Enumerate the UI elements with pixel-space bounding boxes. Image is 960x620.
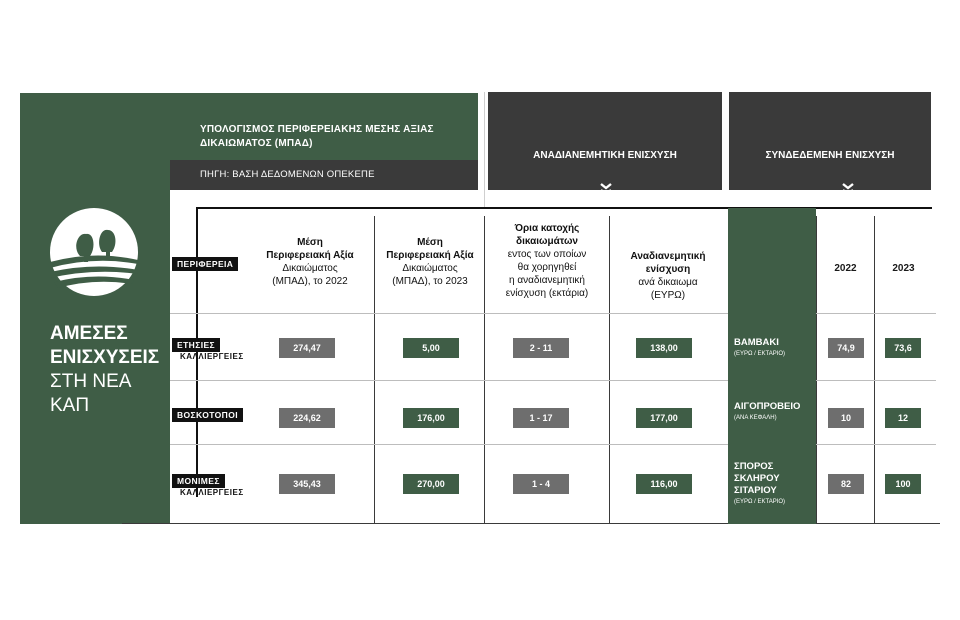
region-header-tag: ΠΕΡΙΦΕΡΕΙΑ [172,257,239,271]
col-head-line: ενίσχυση [645,264,691,275]
value-coupled-2022: 10 [828,408,864,428]
left-panel-title: ΑΜΕΣΕΣ ΕΝΙΣΧΥΣΕΙΣ ΣΤΗ ΝΕΑ ΚΑΠ [50,322,165,418]
crop-unit: (ΕΥΡΩ / ΕΚΤΑΡΙΟ) [734,351,786,357]
crop-name: ΑΙΓΟΠΡΟΒΕΙΟ [734,401,801,412]
col-head-line: δικαιωμάτων [516,236,578,247]
crop-label: ΣΠΟΡΟΣ ΣΚΛΗΡΟΥ ΣΙΤΑΡΙΟΥ (ΕΥΡΩ / ΕΚΤΑΡΙΟ) [734,461,816,505]
col-head-line: Περιφερειακή Αξία [266,250,354,261]
header-title-line-1: ΥΠΟΛΟΓΙΣΜΟΣ ΠΕΡΙΦΕΡΕΙΑΚΗΣ ΜΕΣΗΣ ΑΞΙΑΣ [200,124,434,135]
crop-label: ΒΑΜΒΑΚΙ (ΕΥΡΩ / ΕΚΤΑΡΙΟ) [734,337,816,357]
col-separator [874,216,875,524]
source-text: ΠΗΓΗ: ΒΑΣΗ ΔΕΔΟΜΕΝΩΝ ΟΠΕΚΕΠΕ [200,169,375,180]
value-avg2022: 274,47 [279,338,335,358]
value-avg2022: 345,43 [279,474,335,494]
col-head-line: ανά δικαιωμα [638,277,698,288]
col-head-line: Περιφερειακή Αξία [386,250,474,261]
year-head-2022: 2022 [834,263,857,274]
title-line-3: ΣΤΗ ΝΕΑ [50,371,132,392]
source-bar: ΠΗΓΗ: ΒΑΣΗ ΔΕΔΟΜΕΝΩΝ ΟΠΕΚΕΠΕ [170,160,478,190]
crop-name: ΣΠΟΡΟΣ ΣΚΛΗΡΟΥ [734,461,780,484]
row-tag: ΕΤΗΣΙΕΣ [172,338,221,352]
crop-unit: (ΑΝΑ ΚΕΦΑΛΗ) [734,415,777,421]
region-connector-line [196,207,198,497]
crop-name-line-2: ΣΙΤΑΡΙΟΥ [734,485,777,496]
col-head-line: η αναδιανεμητική [509,275,585,286]
col-separator [374,216,375,524]
col-head-line: θα χορηγηθεί [517,262,577,273]
col-head-line: Δικαιώματος [402,263,458,274]
col-head-avg2022: Μέση Περιφερειακή Αξία Δικαιώματος (ΜΠΑΔ… [256,236,364,288]
row-sub-label: ΚΑΛΛΙΕΡΓΕΙΕΣ [180,352,244,361]
table-top-line [196,207,932,209]
row-separator [170,444,936,445]
left-panel [20,93,170,524]
value-coupled-2023: 100 [885,474,921,494]
value-redist: 138,00 [636,338,692,358]
value-avg2023: 176,00 [403,408,459,428]
col-head-line: ενίσχυση (εκτάρια) [505,288,589,299]
value-redist: 116,00 [636,474,692,494]
title-line-2: ΕΝΙΣΧΥΣΕΙΣ [50,347,160,368]
value-coupled-2023: 12 [885,408,921,428]
col-separator [609,216,610,524]
value-limits: 2 - 11 [513,338,569,358]
col-head-limits: Όρια κατοχής δικαιωμάτων εντος των οποίω… [488,222,606,300]
title-line-4: ΚΑΠ [50,395,90,416]
col-head-avg2023: Μέση Περιφερειακή Αξία Δικαιώματος (ΜΠΑΔ… [378,236,482,288]
header-title-bar: ΥΠΟΛΟΓΙΣΜΟΣ ΠΕΡΙΦΕΡΕΙΑΚΗΣ ΜΕΣΗΣ ΑΞΙΑΣ ΔΙ… [170,93,478,160]
table-bottom-line [122,523,940,524]
header-title-line-2: ΔΙΚΑΙΩΜΑΤΟΣ (ΜΠΑΔ) [200,138,313,149]
row-sub-label: ΚΑΛΛΙΕΡΓΕΙΕΣ [180,488,244,497]
farm-logo-icon [50,208,138,296]
col-head-line: Μέση [417,237,443,248]
crop-name: ΒΑΜΒΑΚΙ [734,337,779,348]
col-head-line: Αναδιανεμητική [630,251,706,262]
col-head-line: (ΜΠΑΔ), το 2023 [392,276,468,287]
value-avg2023: 5,00 [403,338,459,358]
value-coupled-2022: 82 [828,474,864,494]
col-head-redist: Αναδιανεμητική ενίσχυση ανά δικαιωμα (ΕΥ… [612,250,724,302]
row-tag: ΒΟΣΚΟΤΟΠΟΙ [172,408,243,422]
value-avg2022: 224,62 [279,408,335,428]
section-coupled: ΣΥΝΔΕΔΕΜΕΝΗ ΕΝΙΣΧΥΣΗ [729,92,931,190]
col-head-line: Δικαιώματος [282,263,338,274]
coupled-crop-column [728,208,816,524]
value-coupled-2022: 74,9 [828,338,864,358]
section-coupled-label: ΣΥΝΔΕΔΕΜΕΝΗ ΕΝΙΣΧΥΣΗ [765,150,895,161]
value-limits: 1 - 4 [513,474,569,494]
col-head-line: (ΕΥΡΩ) [650,290,686,301]
col-head-line: Όρια κατοχής [514,223,580,234]
col-head-line: (ΜΠΑΔ), το 2022 [272,276,348,287]
col-head-line: Μέση [297,237,323,248]
col-separator [484,216,485,524]
chevron-down-icon [840,181,856,202]
row-separator [170,380,936,381]
section-redistributive: ΑΝΑΔΙΑΝΕΜΗΤΙΚΗ ΕΝΙΣΧΥΣΗ [488,92,722,190]
crop-label: ΑΙΓΟΠΡΟΒΕΙΟ (ΑΝΑ ΚΕΦΑΛΗ) [734,401,816,421]
title-line-1: ΑΜΕΣΕΣ [50,323,128,344]
year-head-2023: 2023 [892,263,915,274]
col-head-line: εντος των οποίων [507,249,587,260]
col-separator [816,216,817,524]
value-redist: 177,00 [636,408,692,428]
row-tag: ΜΟΝΙΜΕΣ [172,474,225,488]
chevron-down-icon [598,181,614,202]
section-redistributive-label: ΑΝΑΔΙΑΝΕΜΗΤΙΚΗ ΕΝΙΣΧΥΣΗ [533,150,677,161]
row-separator [170,313,936,314]
crop-unit: (ΕΥΡΩ / ΕΚΤΑΡΙΟ) [734,499,786,505]
value-coupled-2023: 73,6 [885,338,921,358]
value-avg2023: 270,00 [403,474,459,494]
divider [484,92,485,208]
value-limits: 1 - 17 [513,408,569,428]
